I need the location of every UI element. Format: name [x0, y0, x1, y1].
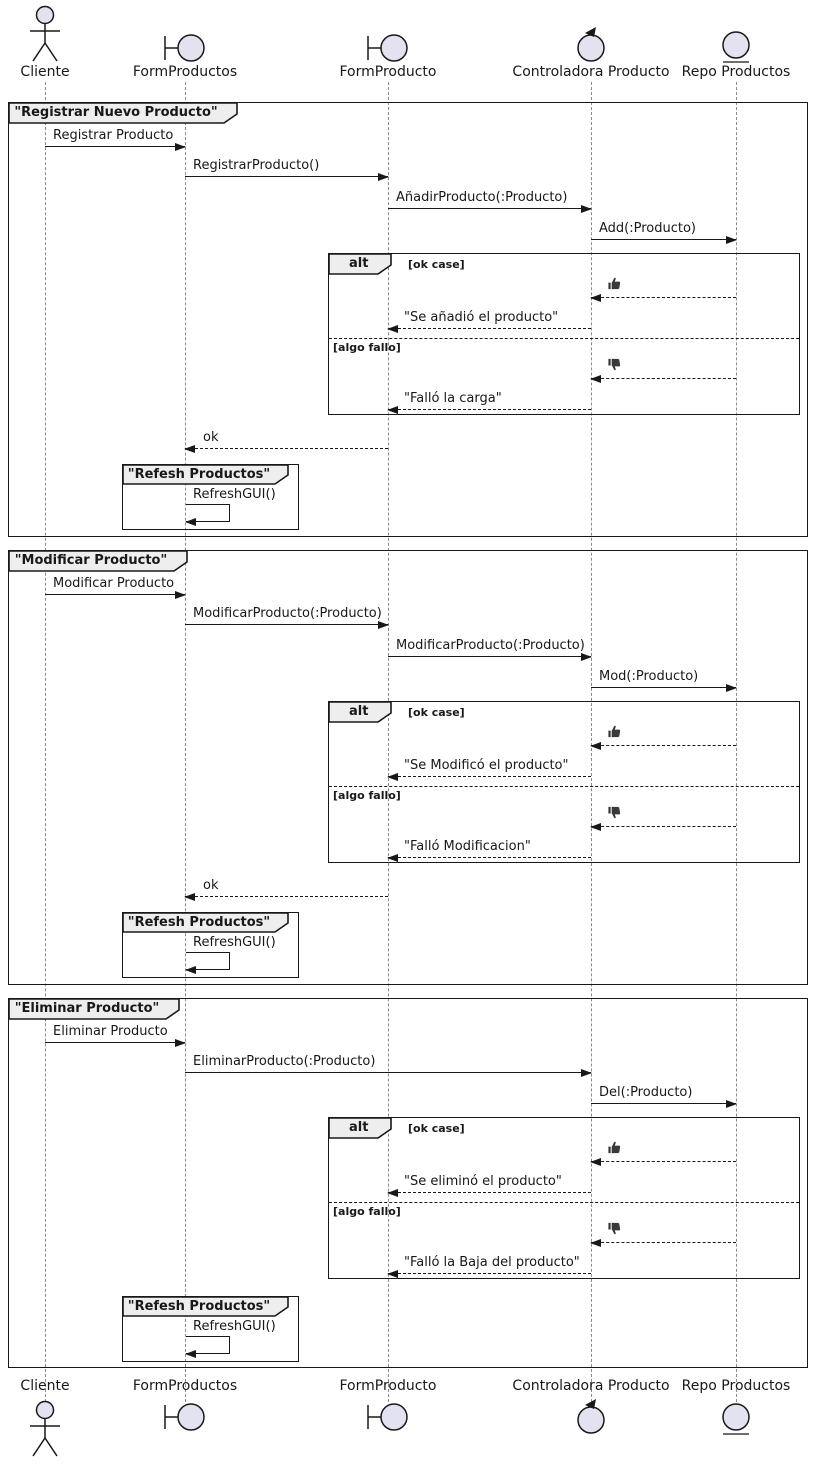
alt-keyword: alt [349, 1120, 369, 1135]
alt-fragment: alt [ok case] [algo fallo] [328, 701, 800, 863]
reply-ok: ok [184, 878, 388, 901]
self-message-label: RefreshGUI() [193, 935, 276, 950]
thumbs-down-icon [607, 357, 622, 376]
reply-thumbs-up [590, 1141, 736, 1166]
thumbs-up-icon [607, 1140, 622, 1159]
reply-fallo-carga: "Falló la carga" [387, 391, 591, 414]
lifeline-cliente [45, 82, 46, 1402]
message-eliminar-producto: Eliminar Producto [45, 1024, 186, 1047]
frame-header [8, 102, 238, 124]
alt-header [328, 1117, 392, 1139]
frame-header [8, 550, 188, 572]
thumbs-down-icon [607, 1221, 622, 1240]
frame-header [122, 464, 289, 485]
message-anadirproducto: AñadirProducto(:Producto) [388, 190, 592, 213]
participant-formproductos: FormProductos [132, 64, 238, 80]
participant-repo: Repo Productos [681, 64, 791, 80]
alt-keyword: alt [349, 256, 369, 271]
guard-ok-case: [ok case] [408, 258, 465, 271]
reply-fallo-baja: "Falló la Baja del producto" [387, 1255, 591, 1278]
frame-header [8, 998, 180, 1020]
reply-fallo-modificacion: "Falló Modificacion" [387, 839, 591, 862]
frame-title: "Registrar Nuevo Producto" [14, 105, 218, 120]
reply-thumbs-up [590, 725, 736, 750]
thumbs-up-icon [607, 724, 622, 743]
reply-ok: ok [184, 430, 388, 453]
participant-formproducto-bottom: FormProducto [339, 1378, 437, 1394]
participant-formproductos-bottom: FormProductos [132, 1378, 238, 1394]
alt-header [328, 253, 392, 275]
frame-registrar-nuevo-producto: "Registrar Nuevo Producto" [8, 102, 808, 537]
boundary-icon [164, 34, 205, 62]
message-eliminarproducto-call: EliminarProducto(:Producto) [185, 1054, 592, 1077]
participant-formproducto: FormProducto [339, 64, 437, 80]
participant-controladora: Controladora Producto [512, 64, 670, 80]
reply-se-anadio: "Se añadió el producto" [387, 310, 591, 333]
actor-icon [30, 1400, 60, 1457]
message-registrar-producto: Registrar Producto [45, 128, 186, 151]
guard-ok-case: [ok case] [408, 706, 465, 719]
alt-divider [329, 1202, 799, 1203]
message-mod-producto: Mod(:Producto) [591, 669, 737, 692]
message-del-producto: Del(:Producto) [591, 1085, 737, 1108]
reply-thumbs-down [590, 1222, 736, 1247]
thumbs-down-icon [607, 805, 622, 824]
boundary-icon [367, 1403, 408, 1431]
boundary-icon [164, 1403, 205, 1431]
alt-divider [329, 786, 799, 787]
alt-keyword: alt [349, 704, 369, 719]
lifeline-formproductos [185, 82, 186, 1402]
reply-thumbs-down [590, 358, 736, 383]
thumbs-up-icon [607, 276, 622, 295]
control-icon [577, 1399, 605, 1434]
message-modificar-producto: Modificar Producto [45, 576, 186, 599]
frame-header [122, 912, 289, 933]
message-add-producto: Add(:Producto) [591, 221, 737, 244]
self-message-label: RefreshGUI() [193, 487, 276, 502]
reply-se-elimino: "Se eliminó el producto" [387, 1174, 591, 1197]
frame-title: "Eliminar Producto" [14, 1001, 160, 1016]
entity-icon [722, 31, 750, 63]
self-message-label: RefreshGUI() [193, 1319, 276, 1334]
frame-title: "Modificar Producto" [14, 553, 168, 568]
alt-fragment: alt [ok case] [algo fallo] [328, 253, 800, 415]
lifeline-formproducto [388, 82, 389, 1402]
participant-cliente: Cliente [20, 64, 70, 80]
alt-divider [329, 338, 799, 339]
message-modificarproducto-1: ModificarProducto(:Producto) [185, 606, 389, 629]
frame-modificar-producto: "Modificar Producto" [8, 550, 808, 985]
guard-algo-fallo: [algo fallo] [333, 341, 401, 354]
self-message-loop [185, 1336, 230, 1358]
control-icon [577, 27, 605, 62]
alt-fragment: alt [ok case] [algo fallo] [328, 1117, 800, 1279]
guard-ok-case: [ok case] [408, 1122, 465, 1135]
frame-refesh-productos: "Refesh Productos" RefreshGUI() [122, 464, 299, 530]
actor-icon [30, 5, 60, 62]
frame-title: "Refesh Productos" [127, 915, 271, 930]
alt-header [328, 701, 392, 723]
reply-se-modifico: "Se Modificó el producto" [387, 758, 591, 781]
frame-refesh-productos: "Refesh Productos" RefreshGUI() [122, 912, 299, 978]
boundary-icon [367, 34, 408, 62]
frame-title: "Refesh Productos" [127, 467, 271, 482]
message-modificarproducto-2: ModificarProducto(:Producto) [388, 638, 592, 661]
reply-thumbs-down [590, 806, 736, 831]
lifeline-repo [736, 82, 737, 1402]
entity-icon [722, 1403, 750, 1435]
frame-header [122, 1296, 289, 1317]
self-message-loop [185, 952, 230, 974]
frame-refesh-productos: "Refesh Productos" RefreshGUI() [122, 1296, 299, 1362]
reply-thumbs-up [590, 277, 736, 302]
guard-algo-fallo: [algo fallo] [333, 789, 401, 802]
frame-eliminar-producto: "Eliminar Producto" [8, 998, 808, 1368]
participant-repo-bottom: Repo Productos [681, 1378, 791, 1394]
guard-algo-fallo: [algo fallo] [333, 1205, 401, 1218]
self-message-loop [185, 504, 230, 526]
frame-title: "Refesh Productos" [127, 1299, 271, 1314]
participant-controladora-bottom: Controladora Producto [512, 1378, 670, 1394]
participant-cliente-bottom: Cliente [20, 1378, 70, 1394]
message-registrarproducto-call: RegistrarProducto() [185, 158, 389, 181]
